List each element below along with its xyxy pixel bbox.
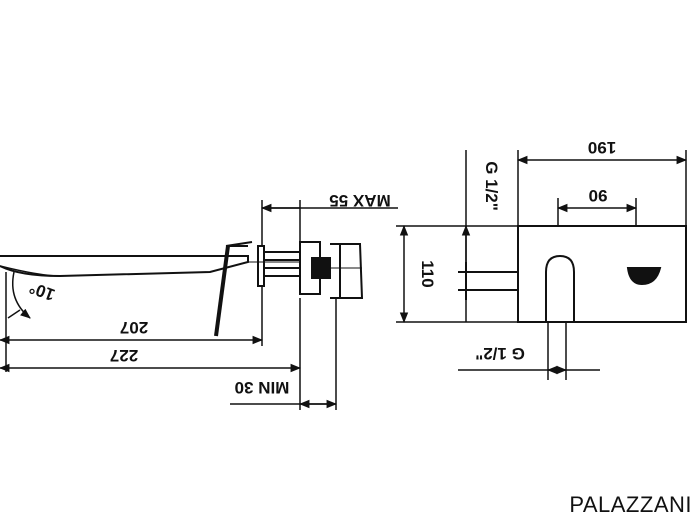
front-dimensions (396, 150, 688, 380)
spout-body (0, 255, 249, 278)
side-view (0, 241, 364, 337)
wall-plate (517, 225, 687, 323)
spout-underside (0, 265, 61, 277)
brand-backdrop (552, 492, 700, 524)
side-dimension-labels: MAX 55 207 227 MIN 30 10° (27, 191, 391, 397)
front-dimension-labels: 190 90 110 G 1/2" G 1/2" (418, 138, 616, 363)
spout-outlet (626, 267, 662, 286)
label-max55: MAX 55 (329, 191, 390, 210)
label-190: 190 (588, 138, 616, 157)
label-g12-vertical: G 1/2" (482, 161, 501, 211)
front-view (458, 225, 687, 323)
label-207: 207 (120, 318, 148, 337)
label-110: 110 (418, 260, 437, 287)
label-angle: 10° (27, 278, 58, 305)
label-g12-bottom: G 1/2" (475, 344, 525, 363)
label-min30: MIN 30 (235, 378, 290, 397)
side-dimensions (0, 200, 398, 410)
label-90: 90 (589, 186, 608, 205)
brand-logo: PALAZZANI (569, 492, 692, 517)
label-227: 227 (110, 346, 138, 365)
handle-slot (545, 254, 575, 322)
